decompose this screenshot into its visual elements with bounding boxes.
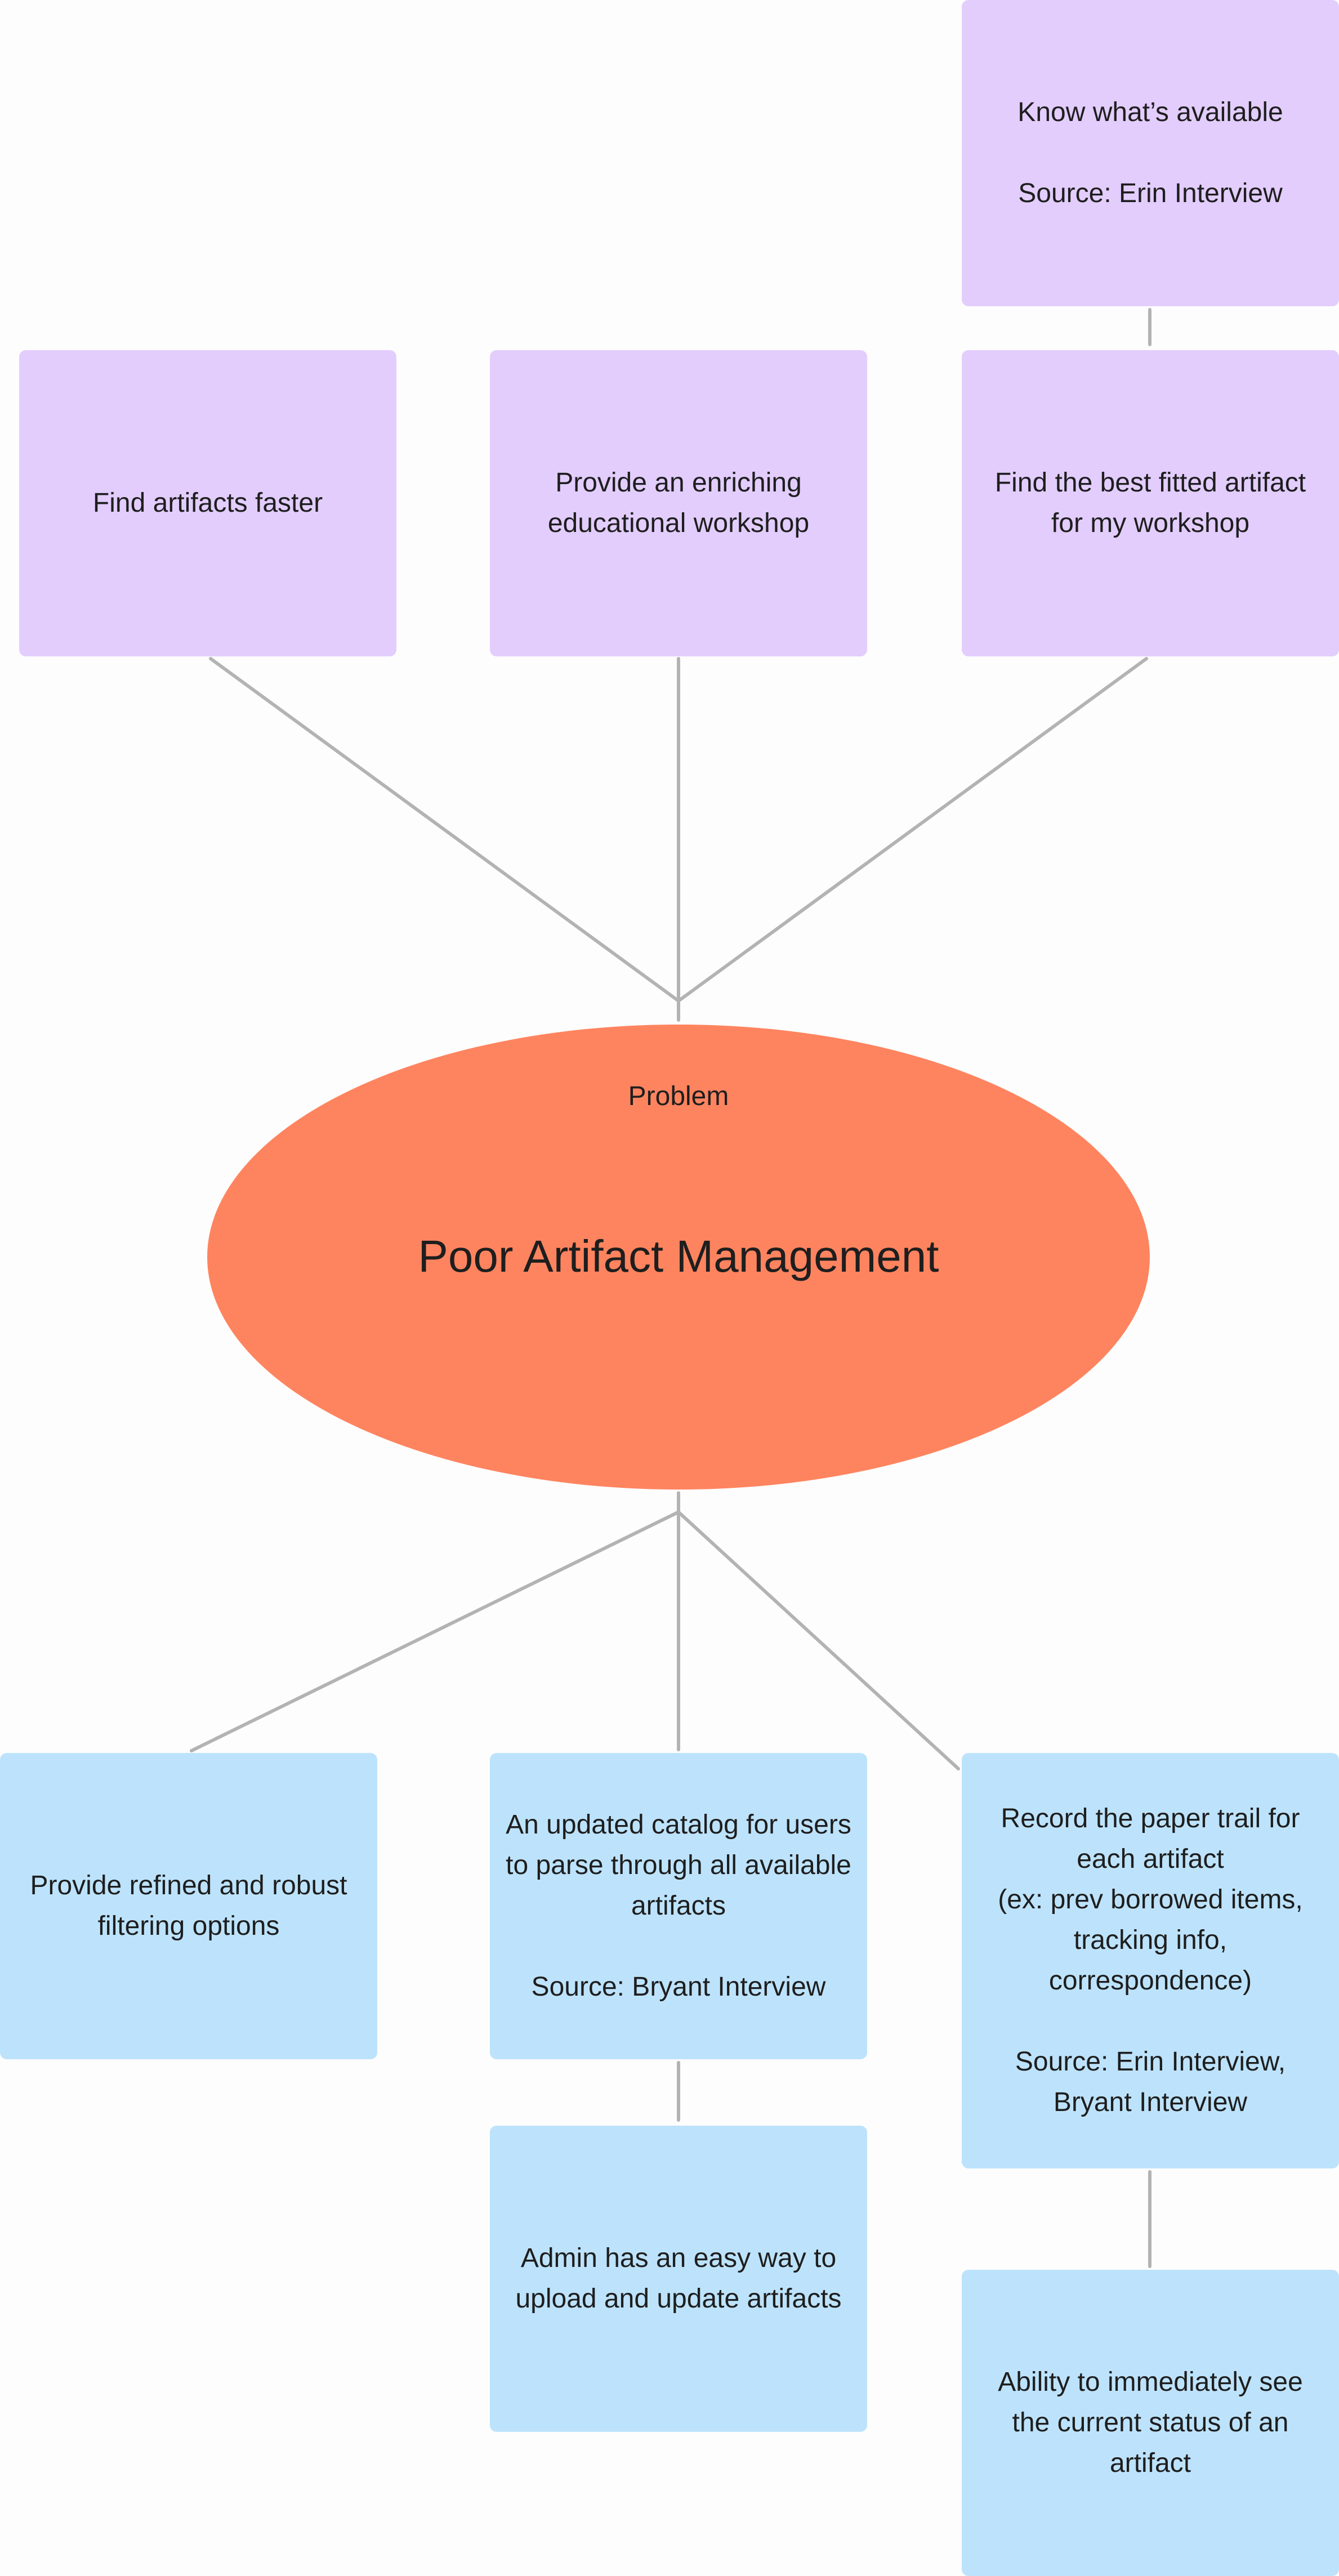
- sticky-text: Provide an enriching educational worksho…: [547, 468, 810, 538]
- solution-sticky-filtering-options[interactable]: Provide refined and robust filtering opt…: [0, 1753, 377, 2059]
- sticky-text: Record the paper trail for each artifact…: [998, 1804, 1303, 2117]
- connector-line: [190, 1510, 680, 1752]
- problem-title: Poor Artifact Management: [418, 1231, 939, 1281]
- connector-line: [209, 657, 680, 1003]
- solution-sticky-admin-upload[interactable]: Admin has an easy way to upload and upda…: [490, 2126, 867, 2432]
- connector-line: [677, 1510, 960, 1770]
- need-sticky-best-fitted-artifact[interactable]: Find the best fitted artifact for my wor…: [962, 350, 1339, 656]
- need-sticky-know-whats-available[interactable]: Know what’s available Source: Erin Inter…: [962, 0, 1339, 306]
- sticky-text: An updated catalog for users to parse th…: [506, 1810, 851, 2002]
- solution-sticky-paper-trail[interactable]: Record the paper trail for each artifact…: [962, 1753, 1339, 2168]
- sticky-text: Know what’s available Source: Erin Inter…: [1017, 97, 1283, 208]
- sticky-text: Find the best fitted artifact for my wor…: [994, 468, 1306, 538]
- connector-line: [677, 657, 1148, 1003]
- sticky-text: Ability to immediately see the current s…: [998, 2367, 1303, 2478]
- sticky-text: Admin has an easy way to upload and upda…: [515, 2243, 842, 2314]
- problem-label: Problem: [628, 1081, 729, 1111]
- problem-ellipse[interactable]: [207, 1025, 1150, 1490]
- need-sticky-find-faster[interactable]: Find artifacts faster: [19, 350, 396, 656]
- sticky-text: Find artifacts faster: [92, 488, 323, 518]
- sticky-text: Provide refined and robust filtering opt…: [30, 1871, 347, 1941]
- solution-sticky-current-status[interactable]: Ability to immediately see the current s…: [962, 2270, 1339, 2576]
- need-sticky-enriching-workshop[interactable]: Provide an enriching educational worksho…: [490, 350, 867, 656]
- solution-sticky-updated-catalog[interactable]: An updated catalog for users to parse th…: [490, 1753, 867, 2059]
